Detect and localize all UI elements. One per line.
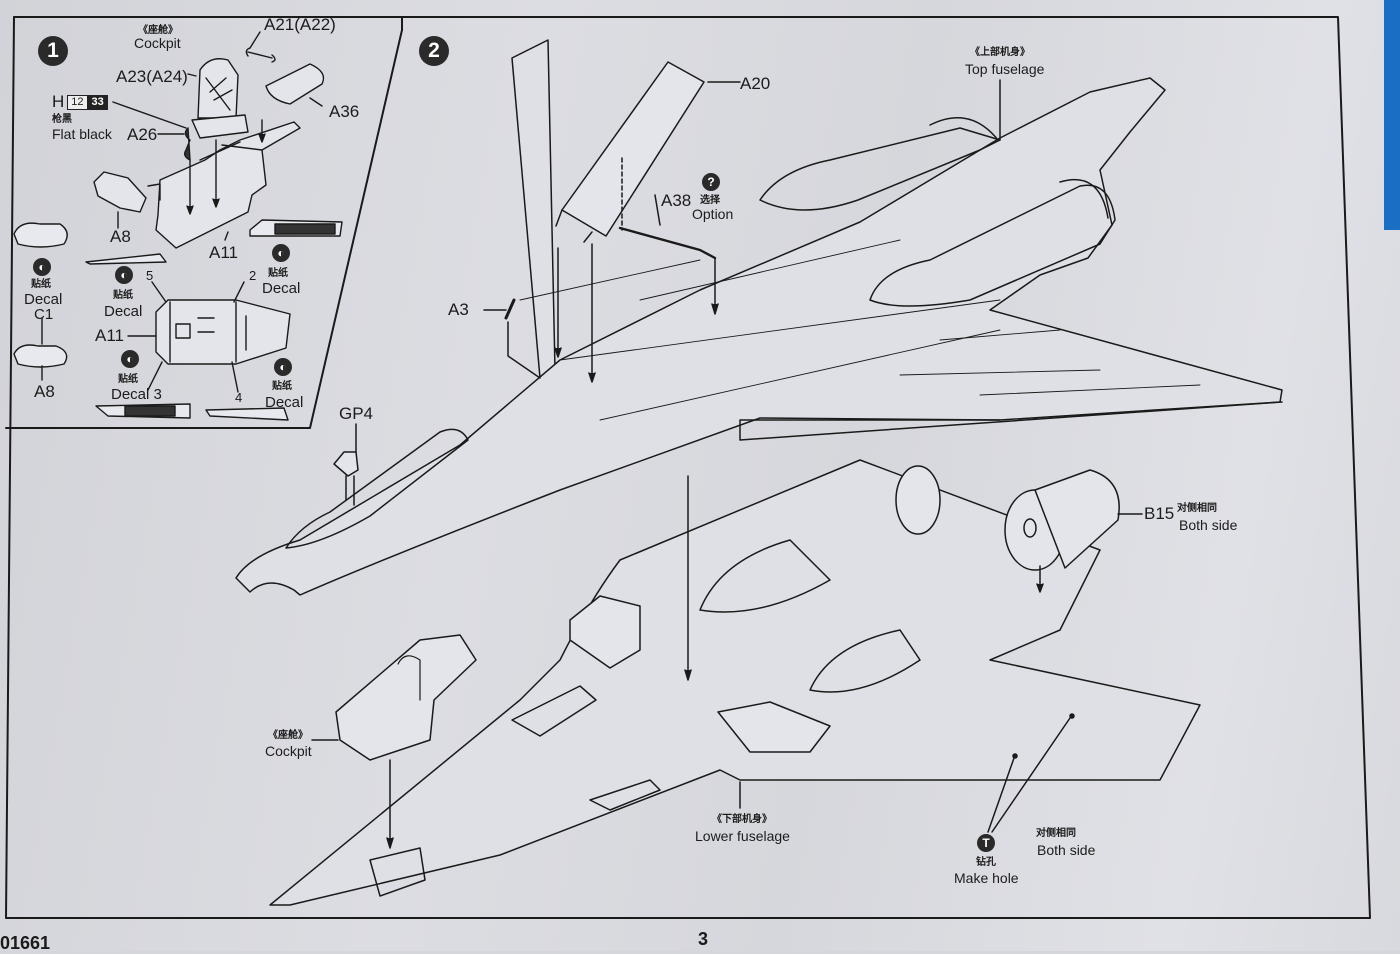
- option-label: Option: [692, 206, 734, 222]
- part-label-a11-mid: A11: [95, 326, 124, 345]
- make-hole-label: Make hole: [954, 870, 1019, 886]
- part-label-a8-bottom: A8: [34, 382, 55, 401]
- decal-label: Decal: [24, 291, 63, 308]
- kit-code: 01661: [0, 933, 51, 953]
- part-label-b15: B15: [1144, 504, 1175, 523]
- decal-label: Decal: [262, 280, 301, 297]
- decal-number: C1: [34, 306, 54, 323]
- page-frame: [5, 16, 1371, 919]
- decal-label: Decal: [265, 394, 304, 411]
- step-2-badge: 2: [419, 36, 449, 66]
- decal-icon: ◐: [33, 258, 51, 276]
- paint-code-2: 33: [87, 94, 108, 110]
- part-label-a36: A36: [329, 102, 360, 121]
- b15-note-cn: 对侧相同: [1177, 503, 1217, 514]
- decal-icon: ◐: [272, 244, 290, 262]
- part-label-a20: A20: [740, 74, 771, 93]
- page-number: 3: [698, 929, 709, 949]
- top-fuselage-drawing: [235, 39, 1283, 596]
- decal-cn: 贴纸: [268, 268, 288, 279]
- cockpit-label: Cockpit: [265, 743, 312, 759]
- decal-icon: ◐: [274, 358, 292, 376]
- background-blue-edge: [1384, 0, 1400, 230]
- paint-name: Flat black: [52, 126, 112, 142]
- paint-code-1: 12: [67, 94, 88, 110]
- step1-cockpit-drawing: [13, 31, 343, 421]
- decal-icon: ◐: [121, 350, 139, 368]
- callout-number: 2: [249, 268, 257, 283]
- step1-title-cn: 《座舱》: [138, 25, 178, 36]
- decal-label: Decal 3: [111, 386, 162, 403]
- lower-fuselage-drawing: [269, 459, 1201, 906]
- part-label-a23: A23(A24): [116, 67, 188, 86]
- callout-number: 5: [146, 268, 154, 283]
- cockpit-cn: 《座舱》: [268, 730, 308, 741]
- part-label-a26: A26: [127, 125, 158, 144]
- both-side-cn: 对侧相同: [1036, 828, 1076, 839]
- option-cn: 选择: [700, 195, 720, 206]
- decal-cn: 贴纸: [31, 279, 51, 290]
- both-side-label: Both side: [1037, 842, 1096, 858]
- lower-fuselage-label: Lower fuselage: [695, 828, 790, 844]
- decal-cn: 贴纸: [113, 290, 133, 301]
- top-fuselage-cn: 《上部机身》: [970, 47, 1030, 58]
- decal-icon: ◐: [115, 266, 133, 284]
- callout-number: 4: [235, 390, 243, 405]
- step1-title: Cockpit: [134, 35, 181, 51]
- part-label-a3: A3: [448, 300, 469, 319]
- decal-cn: 贴纸: [118, 374, 138, 385]
- top-fuselage-label: Top fuselage: [965, 61, 1045, 77]
- question-icon: ?: [702, 173, 720, 191]
- lower-fuselage-cn: 《下部机身》: [712, 814, 772, 825]
- paint-code: H 12 33: [52, 92, 108, 112]
- paint-letter: H: [52, 92, 65, 111]
- part-label-a8-top: A8: [110, 227, 131, 246]
- paint-name-cn: 枪黑: [52, 114, 72, 125]
- b15-note: Both side: [1179, 517, 1238, 533]
- part-label-gp4: GP4: [339, 404, 374, 423]
- part-label-a38: A38: [661, 191, 692, 210]
- step1-frame: [5, 16, 403, 429]
- part-label-a11-top: A11: [209, 243, 238, 262]
- decal-label: Decal: [104, 303, 143, 320]
- part-label-a21: A21(A22): [264, 15, 336, 34]
- make-hole-cn: 钻孔: [976, 857, 996, 868]
- drill-icon: T: [977, 834, 995, 852]
- decal-cn: 贴纸: [272, 381, 292, 392]
- step-1-badge: 1: [38, 36, 68, 66]
